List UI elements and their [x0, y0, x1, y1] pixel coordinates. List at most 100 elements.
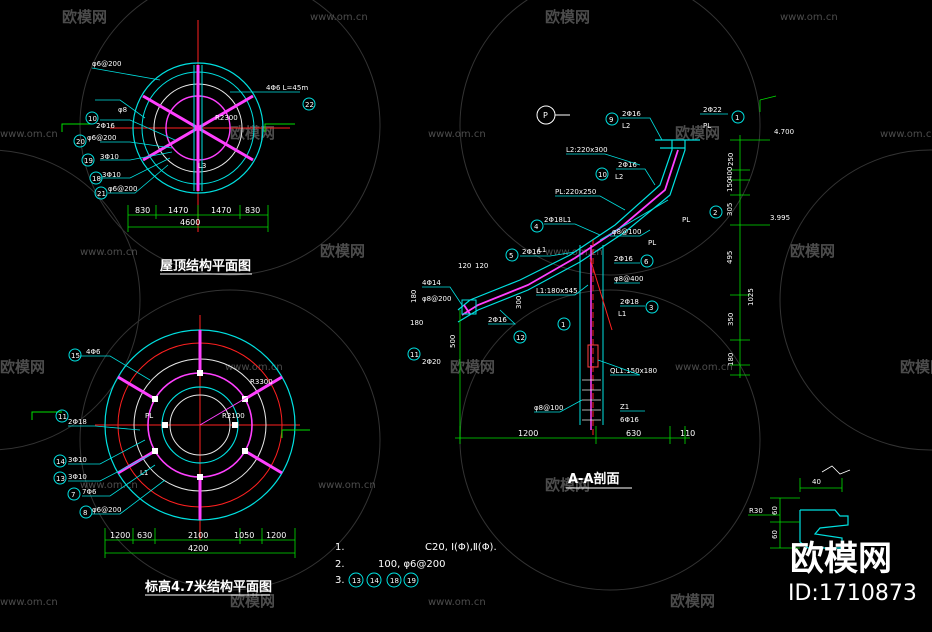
label: 3Φ10 — [68, 456, 87, 464]
ladder-ties — [582, 379, 601, 421]
label: R3300 — [250, 378, 273, 386]
model-id: ID:1710873 — [788, 581, 917, 606]
label: φ8@100 — [534, 404, 563, 412]
bubble-label: 1 — [735, 114, 739, 122]
label: 2Φ16 — [488, 316, 507, 324]
bubble-label: 12 — [516, 334, 525, 342]
label: PL — [682, 216, 690, 224]
label: 6Φ16 — [620, 416, 639, 424]
dim-text: 300 — [515, 296, 523, 309]
watermark-layer: 欧模网 www.om.cn 欧模网 www.om.cn www.om.cn 欧模… — [0, 0, 932, 610]
dim-text: 1025 — [747, 288, 755, 306]
column — [579, 245, 604, 425]
callout-bubbles: 9 10 4 5 1 12 11 1 2 6 3 — [407, 110, 745, 361]
label: 2Φ16 — [618, 161, 637, 169]
bubble-label: 21 — [97, 190, 106, 198]
label: φ6@200 — [108, 185, 137, 193]
bubble-label: 1 — [561, 321, 565, 329]
bubble-label: 13 — [352, 577, 361, 585]
watermark-url: www.om.cn — [675, 362, 733, 373]
label: 2Φ18 — [620, 298, 639, 306]
bubble-label: 11 — [410, 351, 419, 359]
note-bubbles: 13 14 18 19 — [348, 572, 419, 588]
dim-text: 305 — [726, 203, 734, 216]
opening — [587, 344, 599, 368]
bubble-label: 10 — [88, 115, 97, 123]
label: 2Φ16 — [96, 122, 115, 130]
axis-line — [589, 257, 613, 331]
label: Z1 — [620, 403, 629, 411]
drawing-title: A-A剖面 — [568, 471, 620, 487]
beam-edges — [193, 65, 203, 191]
dim-text: 1200 — [266, 531, 286, 540]
dim-text: 630 — [137, 531, 152, 540]
dim-text: 110 — [680, 429, 695, 438]
bubble-label: 11 — [58, 413, 67, 421]
label: φ6@200 — [92, 60, 121, 68]
label: 2Φ16 — [622, 110, 641, 118]
label: PL:220x250 — [555, 188, 596, 196]
note-number: 2. — [335, 559, 345, 570]
section-aa: P 2Φ16 L2 L2:220x300 2Φ16 L2 PL:220x250 … — [407, 95, 794, 489]
watermark-url: www.om.cn — [225, 362, 283, 373]
dim-text: 830 — [245, 206, 260, 215]
dim-text: 4600 — [180, 218, 200, 227]
label: 3Φ10 — [68, 473, 87, 481]
label: L1 — [618, 310, 626, 318]
notes: 1. C20, Ⅰ(Φ),Ⅱ(Φ). 2. 100, φ6@200 3. 13 … — [335, 542, 497, 588]
label: PL — [648, 239, 656, 247]
note-number: 3. — [335, 575, 345, 586]
dim-text: 1050 — [234, 531, 254, 540]
dim-text: 1470 — [168, 206, 188, 215]
watermark-brand: 欧模网 — [675, 124, 720, 142]
elevation: 3.995 — [770, 214, 790, 222]
label: 3Φ10 — [100, 153, 119, 161]
bubble-label: 15 — [71, 352, 80, 360]
bubble-label: 4 — [534, 223, 539, 231]
watermark-brand: 欧模网 — [545, 8, 590, 26]
label: φ6@200 — [87, 134, 116, 142]
watermark-url: www.om.cn — [780, 12, 838, 23]
dim-text: 630 — [626, 429, 641, 438]
watermark-brand: 欧模网 — [900, 358, 932, 376]
watermark-url: www.om.cn — [0, 129, 58, 140]
rebar — [461, 149, 679, 316]
label: L2 — [622, 122, 630, 130]
callout-bubbles: 15 11 14 13 7 8 — [53, 348, 93, 519]
label: 2Φ20 — [422, 358, 441, 366]
ring — [169, 394, 231, 456]
dim-text: 60 — [771, 506, 779, 515]
label: L1 — [140, 469, 148, 477]
dim-text: 495 — [726, 251, 734, 264]
dim-text: 4200 — [188, 544, 208, 553]
label: 4Φ6 L=45m — [266, 84, 308, 92]
watermark-url: www.om.cn — [428, 597, 486, 608]
label: L3 — [198, 162, 206, 170]
bubble-label: 10 — [598, 171, 607, 179]
dim-text: 60 — [771, 530, 779, 539]
bubble-label: 5 — [509, 252, 513, 260]
watermark-url: www.om.cn — [310, 12, 368, 23]
watermark-brand: 欧模网 — [790, 242, 835, 260]
watermark-brand: 欧模网 — [230, 592, 275, 610]
dim-text: 500 — [449, 335, 457, 348]
dimension-line — [127, 205, 269, 232]
dim-text: 1200 — [110, 531, 130, 540]
dim-text: 2100 — [188, 531, 208, 540]
brand-logo-text: 欧模网 — [790, 539, 892, 579]
detail-dimension — [748, 478, 843, 549]
label: PL — [703, 122, 711, 130]
watermark-brand: 欧模网 — [670, 592, 715, 610]
bubble-label: 14 — [370, 577, 379, 585]
dim-text: 150 — [726, 179, 734, 192]
dim-text: 250 — [727, 153, 735, 166]
drawing-title: 屋顶结构平面图 — [160, 258, 251, 274]
drawing-title: 标高4.7米结构平面图 — [144, 579, 272, 595]
dim-text: 1200 — [518, 429, 538, 438]
label: 3Φ10 — [102, 171, 121, 179]
watermark-url: www.om.cn — [428, 129, 486, 140]
watermark-brand: 欧模网 — [320, 242, 365, 260]
slab-outline — [457, 139, 700, 323]
bubble-label: 8 — [83, 509, 87, 517]
watermark-brand: 欧模网 — [450, 358, 495, 376]
